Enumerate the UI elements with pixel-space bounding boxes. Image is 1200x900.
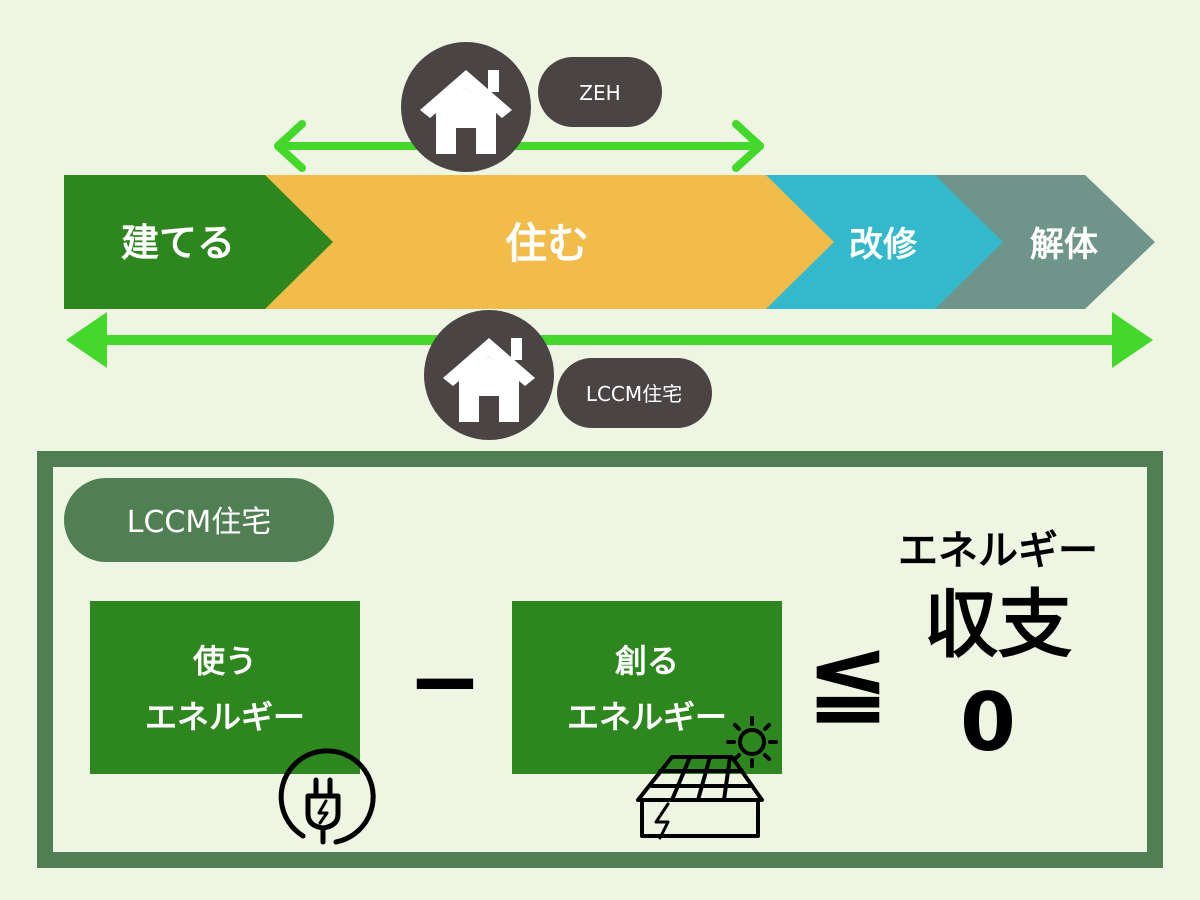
formula-section-label: LCCM住宅 (127, 505, 272, 540)
lccm-badge: LCCM住宅 (557, 358, 712, 428)
lccm-house-icon (424, 310, 554, 440)
minus-operator: − (407, 629, 482, 734)
energy-balance: エネルギー 収支 0 (898, 528, 1098, 769)
stage-renovate-shape (766, 175, 1003, 309)
sun-icon (726, 716, 778, 768)
use-energy-line1: 使う (192, 642, 257, 680)
stage-renovate-label: 改修 (849, 225, 918, 265)
zeh-house-icon (401, 42, 531, 172)
lccm-range-arrow (66, 312, 1153, 368)
use-energy-line2: エネルギー (145, 698, 305, 736)
balance-title: エネルギー (898, 528, 1098, 574)
balance-zero: 0 (960, 676, 1016, 769)
create-energy-line1: 創る (615, 642, 679, 680)
stage-build-label: 建てる (121, 221, 235, 265)
formula-section-badge: LCCM住宅 (64, 478, 334, 562)
zeh-badge: ZEH (538, 57, 662, 127)
zeh-label: ZEH (579, 81, 620, 105)
balance-main: 収支 (924, 582, 1072, 668)
stage-live-label: 住む (505, 219, 589, 268)
formula-frame (37, 451, 1163, 868)
create-energy-box: 創る エネルギー (512, 601, 782, 774)
stage-demolish-label: 解体 (1030, 225, 1098, 265)
stage-demolish-shape (935, 175, 1155, 309)
stage-build-shape (64, 175, 333, 309)
solar-house-icon (636, 755, 764, 840)
lifecycle-timeline: 建てる 住む 改修 解体 (64, 175, 1155, 309)
leq-operator: ≦ (806, 619, 890, 736)
lccm-label: LCCM住宅 (586, 382, 682, 406)
use-energy-box: 使う エネルギー (90, 601, 360, 774)
plug-icon (278, 748, 376, 845)
zeh-range-arrow (274, 120, 764, 172)
stage-live-shape (265, 175, 834, 309)
create-energy-line2: エネルギー (567, 698, 727, 736)
